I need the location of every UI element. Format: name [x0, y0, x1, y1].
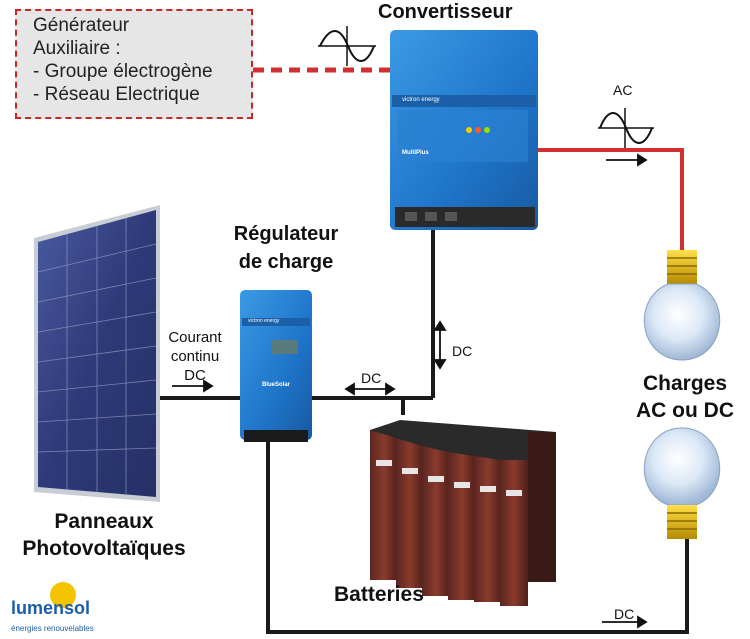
current-label-line2: continu — [170, 348, 220, 365]
battery-bank — [370, 420, 556, 606]
regulator-title-line2: de charge — [238, 251, 334, 273]
batteries-title: Batteries — [334, 583, 424, 606]
arrow-right-icon — [606, 153, 648, 167]
dc-label-bottom: DC — [614, 606, 635, 622]
ac-label: AC — [613, 82, 633, 98]
dc-label-horizontal: DC — [361, 370, 382, 386]
generator-line: - Réseau Electrique — [33, 84, 200, 105]
generator-line: Générateur — [33, 15, 130, 36]
loads-title: Charges AC ou DC — [620, 370, 750, 424]
regulator-model: BlueSolar — [262, 382, 291, 388]
arrow-current-icon — [172, 379, 214, 393]
light-bulb-dc — [643, 427, 721, 539]
regulator-title: Régulateur de charge — [206, 220, 366, 276]
generator-line: - Groupe électrogène — [33, 61, 213, 82]
regulator-brand: victron energy — [248, 318, 280, 324]
current-label: Courant continu DC — [156, 328, 234, 385]
light-bulb-ac — [643, 250, 721, 361]
arrow-bidirectional-vertical-icon — [433, 320, 447, 370]
converter-title: Convertisseur — [378, 1, 513, 23]
converter-brand: victron energy — [402, 97, 440, 103]
panels-title-line1: Panneaux — [54, 510, 154, 533]
converter-model: MultiPlus — [402, 150, 429, 156]
panels-title: Panneaux Photovoltaïques — [0, 508, 208, 562]
solar-panel — [34, 205, 160, 502]
generator-box: Générateur Auxiliaire : - Groupe électro… — [15, 9, 253, 119]
logo: lumensol énergies renouvelables — [5, 580, 125, 638]
arrow-bottom-icon — [602, 615, 648, 629]
current-label-line3: DC — [184, 367, 206, 384]
loads-title-line1: Charges — [642, 372, 728, 395]
arrow-bidirectional-horizontal-icon — [344, 382, 396, 396]
regulator-device — [240, 290, 312, 442]
dc-label-vertical: DC — [452, 343, 473, 359]
generator-line: Auxiliaire : — [33, 38, 121, 59]
current-label-line1: Courant — [168, 329, 222, 346]
logo-tagline: énergies renouvelables — [11, 624, 94, 633]
panels-title-line2: Photovoltaïques — [22, 537, 186, 560]
logo-name: lumensol — [11, 598, 91, 618]
dc-wiring — [160, 225, 689, 634]
regulator-title-line1: Régulateur — [233, 223, 339, 245]
sun-icon — [50, 582, 76, 608]
ac-wiring — [532, 148, 684, 250]
loads-title-line2: AC ou DC — [636, 399, 734, 422]
converter-device — [390, 30, 538, 230]
